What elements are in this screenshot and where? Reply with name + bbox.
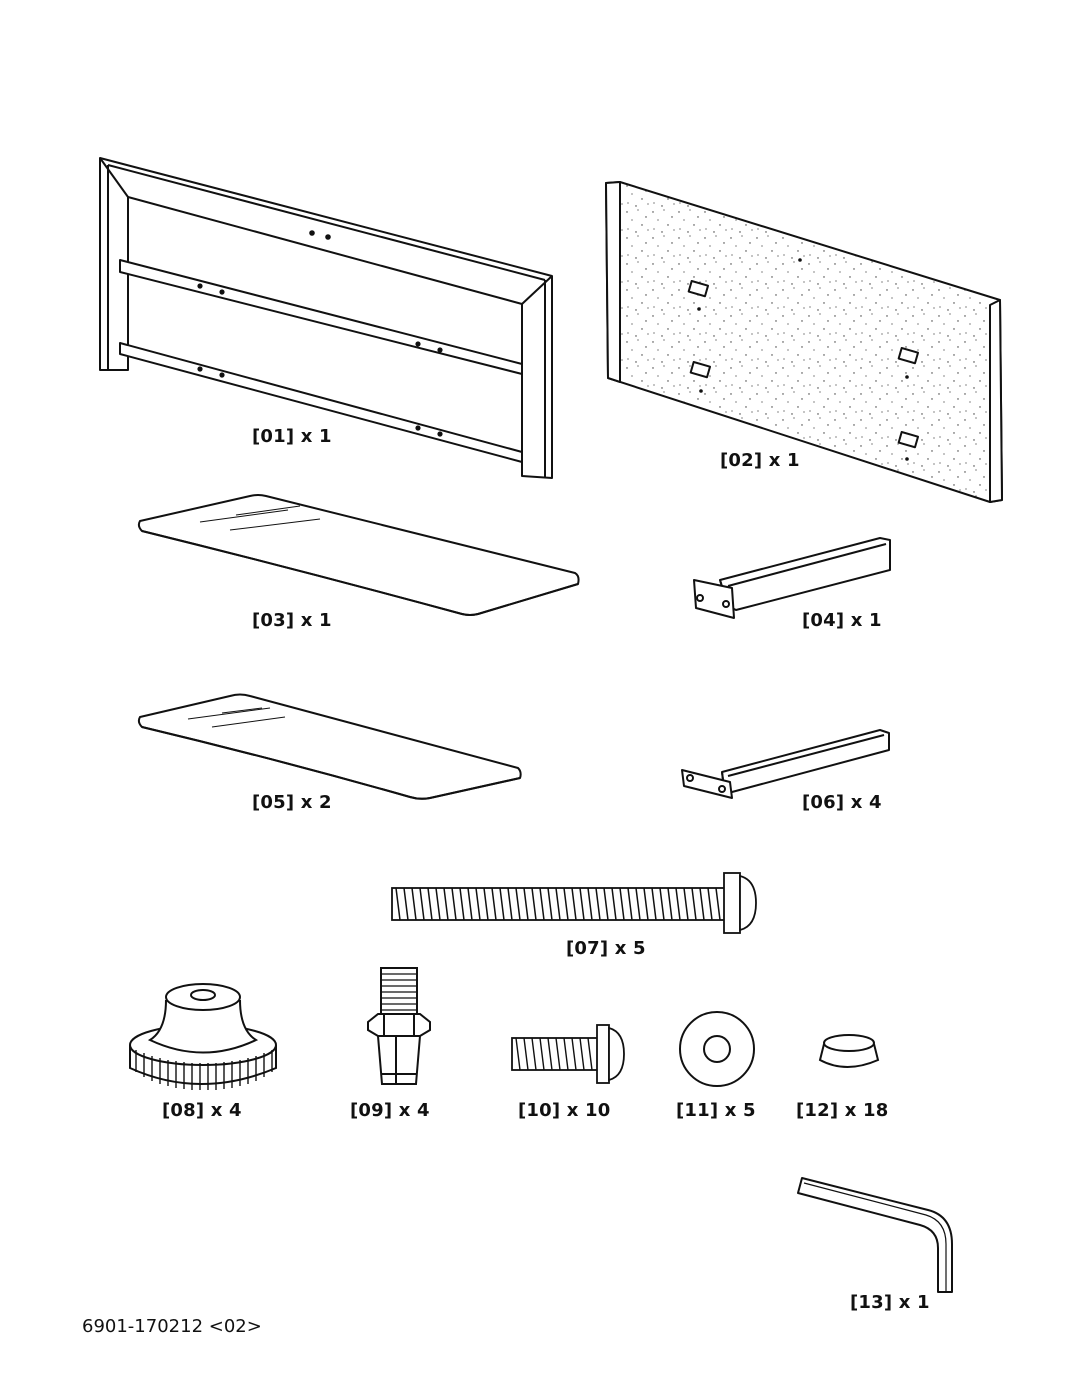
rubber-pad-icon [818,1034,880,1068]
long-bolt-icon [391,872,757,934]
part-label-06: [06] x 4 [802,792,882,813]
threaded-insert-icon [367,967,431,1085]
part-label-09: [09] x 4 [350,1100,430,1121]
part-label-12: [12] x 18 [796,1100,889,1121]
bracket-icon [681,729,890,799]
knurled-knob-icon [129,983,277,1090]
part-label-13: [13] x 1 [850,1292,930,1313]
back-panel-icon [605,181,1003,503]
part-label-02: [02] x 1 [720,450,800,471]
part-label-08: [08] x 4 [162,1100,242,1121]
long-bracket-icon [693,537,891,619]
part-label-03: [03] x 1 [252,610,332,631]
part-label-01: [01] x 1 [252,426,332,447]
large-glass-shelf-icon [137,494,580,616]
part-label-10: [10] x 10 [518,1100,611,1121]
part-label-11: [11] x 5 [676,1100,756,1121]
part-label-04: [04] x 1 [802,610,882,631]
allen-key-icon [797,1177,953,1293]
glass-shelf-icon [137,693,522,800]
document-code: 6901-170212 <02> [82,1316,262,1337]
part-label-07: [07] x 5 [566,938,646,959]
washer-icon [679,1011,755,1087]
frame-icon [99,157,553,479]
short-bolt-icon [511,1024,625,1084]
part-label-05: [05] x 2 [252,792,332,813]
